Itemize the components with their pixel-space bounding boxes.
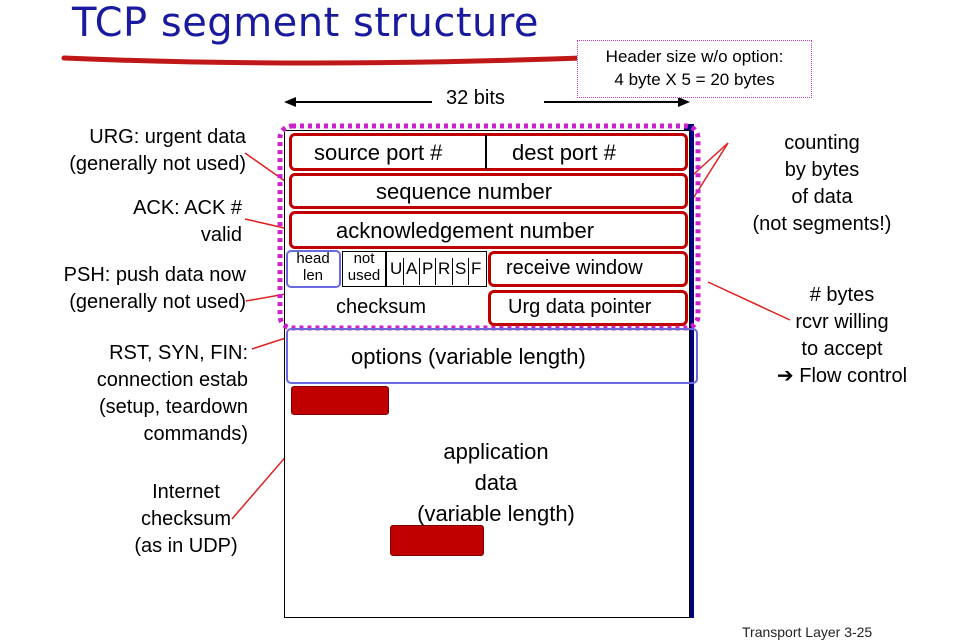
flag-divider bbox=[452, 258, 453, 285]
bytes-annotation-line-3: to accept bbox=[801, 338, 883, 360]
app-data-line-3: (variable length) bbox=[417, 501, 575, 526]
source-port-field bbox=[289, 133, 688, 171]
options-field bbox=[286, 328, 698, 384]
checksum-label: checksum bbox=[336, 296, 427, 318]
receive-window-field bbox=[488, 251, 688, 287]
ack-annotation-line-2: valid bbox=[200, 224, 242, 246]
flow-control-annotation: # bytes rcvr willing to accept ➔ Flow co… bbox=[742, 282, 942, 390]
source-port-label: source port # bbox=[314, 140, 443, 165]
data-block bbox=[291, 386, 389, 415]
not-used-field bbox=[342, 251, 386, 287]
app-data-label: application data (variable length) bbox=[396, 436, 596, 529]
rst-annotation-line-1: RST, SYN, FIN: bbox=[109, 342, 248, 364]
bits-arrowhead-right bbox=[678, 97, 690, 107]
flag-divider bbox=[403, 258, 404, 285]
head-len-label: head len bbox=[291, 250, 335, 284]
sequence-number-field bbox=[289, 173, 688, 209]
note-line-2: 4 byte X 5 = 20 bytes bbox=[614, 70, 775, 89]
not-used-line-2: used bbox=[347, 267, 381, 284]
dest-port-label: dest port # bbox=[512, 140, 616, 165]
ack-number-label: acknowledgement number bbox=[336, 218, 595, 243]
not-used-line-1: not bbox=[353, 250, 375, 267]
width-label: 32 bits bbox=[446, 87, 505, 109]
receive-window-label: receive window bbox=[506, 257, 643, 279]
ack-annotation-line-1: ACK: ACK # bbox=[133, 197, 242, 219]
rst-annotation-line-2: connection estab bbox=[96, 369, 248, 391]
urg-annotation-line-1: URG: urgent data bbox=[89, 126, 246, 148]
bytes-annotation-line-2: rcvr willing bbox=[795, 311, 889, 333]
counting-annotation-line-1: counting bbox=[784, 132, 860, 154]
internet-annotation-line-1: Internet bbox=[152, 481, 220, 503]
urg-annotation: URG: urgent data (generally not used) bbox=[20, 124, 246, 178]
flag-u: U bbox=[390, 259, 403, 278]
counting-annotation: counting by bytes of data (not segments!… bbox=[722, 130, 922, 238]
rst-annotation-line-3: (setup, teardown bbox=[99, 396, 248, 418]
data-block bbox=[390, 525, 484, 556]
sequence-number-label: sequence number bbox=[376, 179, 553, 204]
urg-annotation-line-2: (generally not used) bbox=[69, 153, 246, 175]
psh-annotation-line-2: (generally not used) bbox=[69, 291, 246, 313]
flag-f: F bbox=[471, 259, 482, 278]
app-data-line-2: data bbox=[474, 470, 518, 495]
ack-number-field bbox=[289, 211, 688, 249]
options-label: options (variable length) bbox=[351, 344, 586, 369]
internet-annotation-line-2: checksum bbox=[140, 508, 232, 530]
flag-p: P bbox=[422, 259, 434, 278]
app-data-line-1: application bbox=[443, 439, 549, 464]
head-len-line-1: head bbox=[296, 250, 330, 267]
counting-annotation-line-2: by bytes bbox=[784, 159, 860, 181]
port-divider bbox=[485, 135, 487, 169]
counting-annotation-line-3: of data bbox=[791, 186, 853, 208]
head-len-field bbox=[286, 250, 341, 288]
title-underline bbox=[61, 55, 585, 66]
ack-annotation: ACK: ACK # valid bbox=[20, 195, 242, 249]
flag-a: A bbox=[406, 259, 418, 278]
note-line-1: Header size w/o option: bbox=[605, 47, 784, 66]
page-title: TCP segment structure bbox=[72, 0, 540, 46]
flag-divider bbox=[435, 258, 436, 285]
urg-pointer-field bbox=[488, 290, 688, 326]
flag-divider bbox=[419, 258, 420, 285]
psh-annotation-line-1: PSH: push data now bbox=[63, 264, 246, 286]
flag-divider bbox=[468, 258, 469, 285]
flag-s: S bbox=[455, 259, 467, 278]
bytes-annotation-line-1: # bytes bbox=[809, 284, 875, 306]
bytes-annotation-line-4: ➔ Flow control bbox=[776, 365, 908, 387]
window-line bbox=[707, 281, 791, 321]
head-len-line-2: len bbox=[302, 267, 324, 284]
urg-pointer-label: Urg data pointer bbox=[508, 296, 652, 318]
internet-annotation-line-3: (as in UDP) bbox=[134, 535, 238, 557]
internet-checksum-annotation: Internet checksum (as in UDP) bbox=[96, 479, 276, 560]
psh-annotation: PSH: push data now (generally not used) bbox=[20, 262, 246, 316]
flags-field bbox=[386, 251, 487, 287]
counting-annotation-line-4: (not segments!) bbox=[752, 213, 892, 235]
footer-label: Transport Layer 3-25 bbox=[742, 624, 873, 640]
rst-annotation-line-4: commands) bbox=[143, 423, 248, 445]
header-size-note: Header size w/o option: 4 byte X 5 = 20 … bbox=[577, 40, 812, 98]
not-used-label: not used bbox=[342, 250, 386, 284]
flag-r: R bbox=[438, 259, 451, 278]
bits-arrowhead-left bbox=[284, 97, 296, 107]
rst-annotation: RST, SYN, FIN: connection estab (setup, … bbox=[20, 340, 248, 448]
